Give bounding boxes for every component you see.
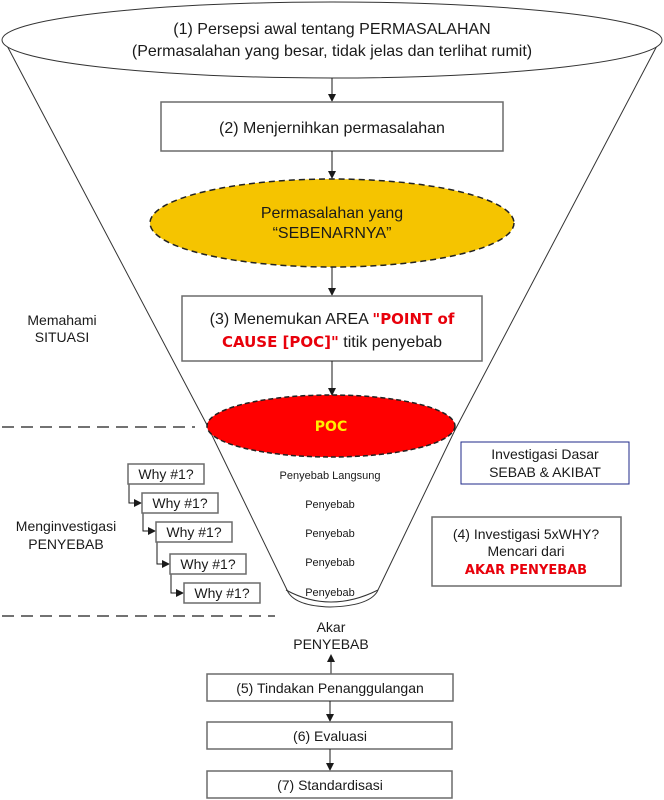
real-problem-ellipse [149, 178, 515, 268]
menginvestigasi-line2: PENYEBAB [28, 536, 103, 552]
top-ellipse [1, 1, 663, 79]
step4-line1: (4) Investigasi 5xWHY? [453, 526, 599, 542]
why-box: Why #1? [155, 521, 233, 543]
why-label: Why #1? [138, 466, 193, 482]
poc-ellipse [206, 394, 456, 458]
step7-label: (7) Standardisasi [277, 777, 383, 793]
step3-line1-emphasis: "POINT of [372, 310, 454, 328]
step6-box [206, 721, 453, 750]
step3-line2: CAUSE [POC]" titik penyebab [222, 333, 442, 351]
step4-box [431, 516, 622, 587]
step2-box [160, 101, 504, 152]
step6-label: (6) Evaluasi [293, 728, 367, 744]
investigasi-dasar-line2: SEBAB & AKIBAT [489, 464, 601, 480]
top-ellipse-line1: (1) Persepsi awal tentang PERMASALAHAN [173, 21, 490, 38]
cause-item: Penyebab [305, 499, 355, 511]
investigasi-dasar-line1: Investigasi Dasar [491, 446, 599, 462]
real-problem-line2: “SEBENARNYA” [273, 225, 392, 242]
step3-line1-prefix: (3) Menemukan AREA [210, 311, 373, 328]
investigasi-dasar-box [460, 441, 630, 485]
funnel-left-edge [3, 39, 331, 608]
why-box: Why #1? [183, 582, 261, 604]
step5-box [206, 673, 454, 702]
step3-box [181, 295, 483, 362]
step4-line3: AKAR PENYEBAB [465, 563, 587, 578]
why-label: Why #1? [152, 495, 207, 511]
real-problem-line1: Permasalahan yang [261, 205, 403, 222]
why-connector-4 [170, 574, 184, 597]
akar-line2: PENYEBAB [293, 636, 368, 652]
why-label: Why #1? [194, 585, 249, 601]
cause-item: Penyebab [305, 557, 355, 569]
funnel-bottom-curve [285, 589, 379, 603]
memahami-line2: SITUASI [35, 329, 89, 345]
why-connector-3 [156, 542, 170, 568]
step3-line2-suffix: titik penyebab [339, 334, 442, 351]
step3-line2-emphasis: CAUSE [POC]" [222, 333, 339, 351]
cause-item: Penyebab [305, 587, 355, 599]
why-label: Why #1? [180, 556, 235, 572]
akar-line1: Akar [317, 619, 346, 635]
step7-box [206, 770, 453, 799]
why-connector-2 [142, 513, 156, 535]
poc-label: POC [315, 419, 347, 435]
step2-label: (2) Menjernihkan permasalahan [219, 120, 445, 137]
why-box: Why #1? [127, 463, 205, 485]
top-ellipse-line2: (Permasalahan yang besar, tidak jelas da… [132, 43, 532, 60]
funnel-right-edge [329, 39, 661, 608]
why-box: Why #1? [169, 553, 247, 575]
step5-label: (5) Tindakan Penanggulangan [236, 680, 424, 696]
why-box: Why #1? [141, 492, 219, 514]
cause-direct: Penyebab Langsung [280, 470, 381, 482]
cause-item: Penyebab [305, 528, 355, 540]
why-connector-1 [128, 484, 142, 507]
why-label: Why #1? [166, 524, 221, 540]
memahami-line1: Memahami [27, 312, 96, 328]
step3-line1: (3) Menemukan AREA "POINT of [210, 310, 455, 328]
step4-line2: Mencari dari [487, 543, 564, 559]
menginvestigasi-line1: Menginvestigasi [16, 518, 116, 534]
